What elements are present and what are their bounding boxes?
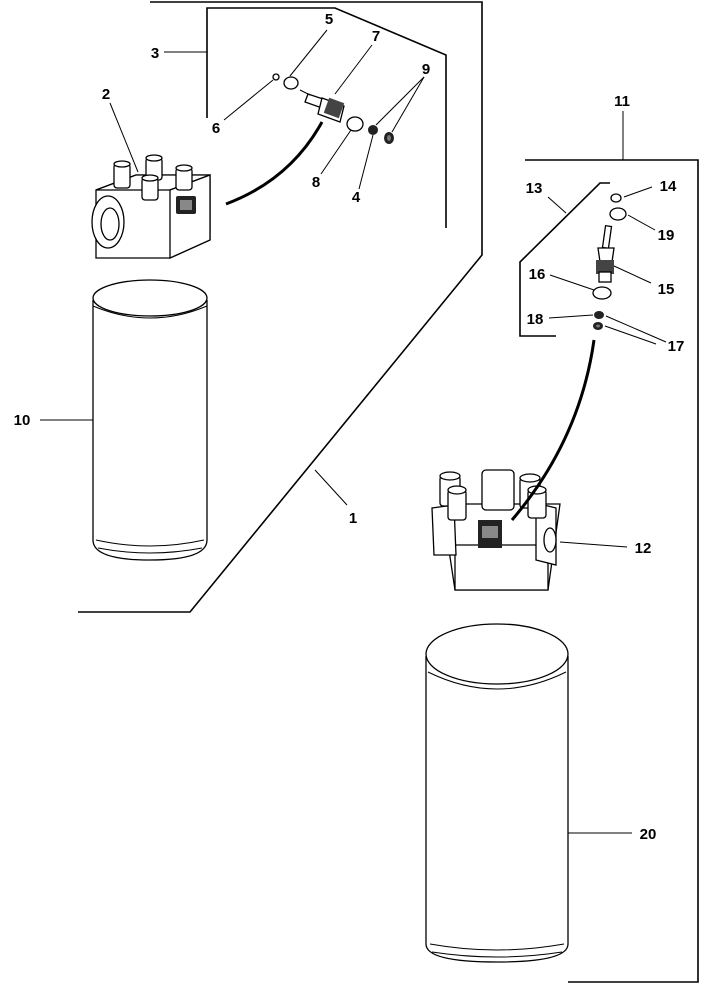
seal-9a — [368, 125, 378, 135]
o-ring-5 — [283, 76, 299, 90]
o-ring-19 — [609, 207, 627, 221]
callout-14: 14 — [660, 178, 677, 195]
callout-19: 19 — [658, 227, 675, 244]
valve-block-2 — [91, 154, 211, 260]
sensor-wire-right — [510, 339, 596, 521]
pressure-switch-15 — [596, 224, 615, 283]
filter-cartridge-20 — [425, 623, 569, 963]
o-ring-6 — [272, 73, 280, 81]
callout-17: 17 — [668, 338, 685, 355]
callout-8: 8 — [312, 174, 320, 191]
valve-block-12 — [431, 469, 561, 591]
callout-4: 4 — [352, 189, 361, 206]
callout-12: 12 — [635, 540, 652, 557]
pressure-switch-7 — [299, 89, 345, 123]
o-ring-14 — [610, 193, 622, 203]
callout-15: 15 — [658, 281, 675, 298]
callout-10: 10 — [14, 412, 31, 429]
seal-17a — [594, 311, 604, 319]
assembly-1-bracket — [78, 1, 483, 613]
callout-16: 16 — [529, 266, 546, 283]
callout-9: 9 — [422, 61, 430, 78]
washer-16 — [592, 286, 612, 300]
subassembly-3-bracket — [206, 7, 447, 228]
assembly-11-bracket — [525, 159, 699, 983]
sensor-wire-left — [225, 121, 324, 206]
callout-18: 18 — [527, 311, 544, 328]
callout-labels: 1 2 3 4 5 6 7 8 9 10 11 12 13 14 15 16 1… — [14, 11, 685, 843]
filter-cartridge-10 — [92, 279, 208, 561]
callout-3: 3 — [151, 45, 159, 62]
callout-13: 13 — [526, 180, 543, 197]
callout-20: 20 — [640, 826, 657, 843]
callout-7: 7 — [372, 28, 380, 45]
washer-8 — [346, 116, 364, 132]
callout-11: 11 — [614, 93, 630, 110]
callout-5: 5 — [325, 11, 333, 28]
callout-2: 2 — [102, 86, 110, 103]
callout-6: 6 — [212, 120, 220, 137]
callout-1: 1 — [349, 510, 357, 527]
leader-lines — [40, 29, 667, 834]
subassembly-13-bracket — [519, 182, 610, 337]
